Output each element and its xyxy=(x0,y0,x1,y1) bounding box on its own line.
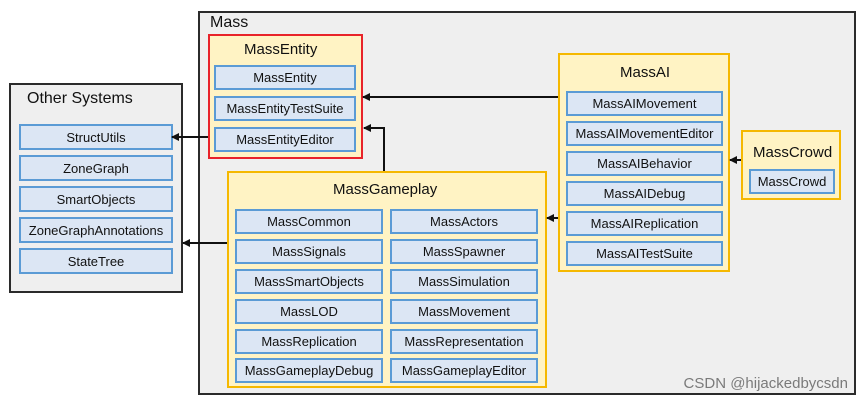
module-struct-utils: StructUtils xyxy=(19,124,173,150)
mass-group-title: Mass xyxy=(210,14,249,31)
module-mass-ai-behavior: MassAIBehavior xyxy=(566,151,723,176)
module-state-tree: StateTree xyxy=(19,248,173,274)
module-mass-ai-replication: MassAIReplication xyxy=(566,211,723,236)
mass-crowd-title: MassCrowd xyxy=(753,144,833,161)
other-systems-title: Other Systems xyxy=(27,90,133,107)
module-mass-ai-test-suite: MassAITestSuite xyxy=(566,241,723,266)
module-mass-movement: MassMovement xyxy=(390,299,538,324)
module-mass-actors: MassActors xyxy=(390,209,538,234)
module-mass-ai-movement-editor: MassAIMovementEditor xyxy=(566,121,723,146)
mass-ai-title: MassAI xyxy=(620,64,671,81)
module-smart-objects: SmartObjects xyxy=(19,186,173,212)
watermark: CSDN @hijackedbycsdn xyxy=(683,375,848,392)
module-mass-simulation: MassSimulation xyxy=(390,269,538,294)
module-mass-entity: MassEntity xyxy=(214,65,356,90)
mass-entity-title: MassEntity xyxy=(244,41,318,58)
mass-gameplay-title: MassGameplay xyxy=(333,181,438,198)
module-mass-entity-editor: MassEntityEditor xyxy=(214,127,356,152)
module-mass-ai-movement: MassAIMovement xyxy=(566,91,723,116)
module-mass-crowd: MassCrowd xyxy=(749,169,835,194)
module-mass-entity-test-suite: MassEntityTestSuite xyxy=(214,96,356,121)
module-mass-spawner: MassSpawner xyxy=(390,239,538,264)
arrow-mass-gameplay-to-mass-entity xyxy=(363,124,385,171)
module-mass-smart-objects: MassSmartObjects xyxy=(235,269,383,294)
module-mass-gameplay-debug: MassGameplayDebug xyxy=(235,358,383,383)
module-mass-ai-debug: MassAIDebug xyxy=(566,181,723,206)
module-mass-signals: MassSignals xyxy=(235,239,383,264)
module-mass-gameplay-editor: MassGameplayEditor xyxy=(390,358,538,383)
module-mass-lod: MassLOD xyxy=(235,299,383,324)
module-zone-graph: ZoneGraph xyxy=(19,155,173,181)
module-mass-replication: MassReplication xyxy=(235,329,383,354)
module-mass-common: MassCommon xyxy=(235,209,383,234)
module-mass-representation: MassRepresentation xyxy=(390,329,538,354)
module-zone-graph-annotations: ZoneGraphAnnotations xyxy=(19,217,173,243)
